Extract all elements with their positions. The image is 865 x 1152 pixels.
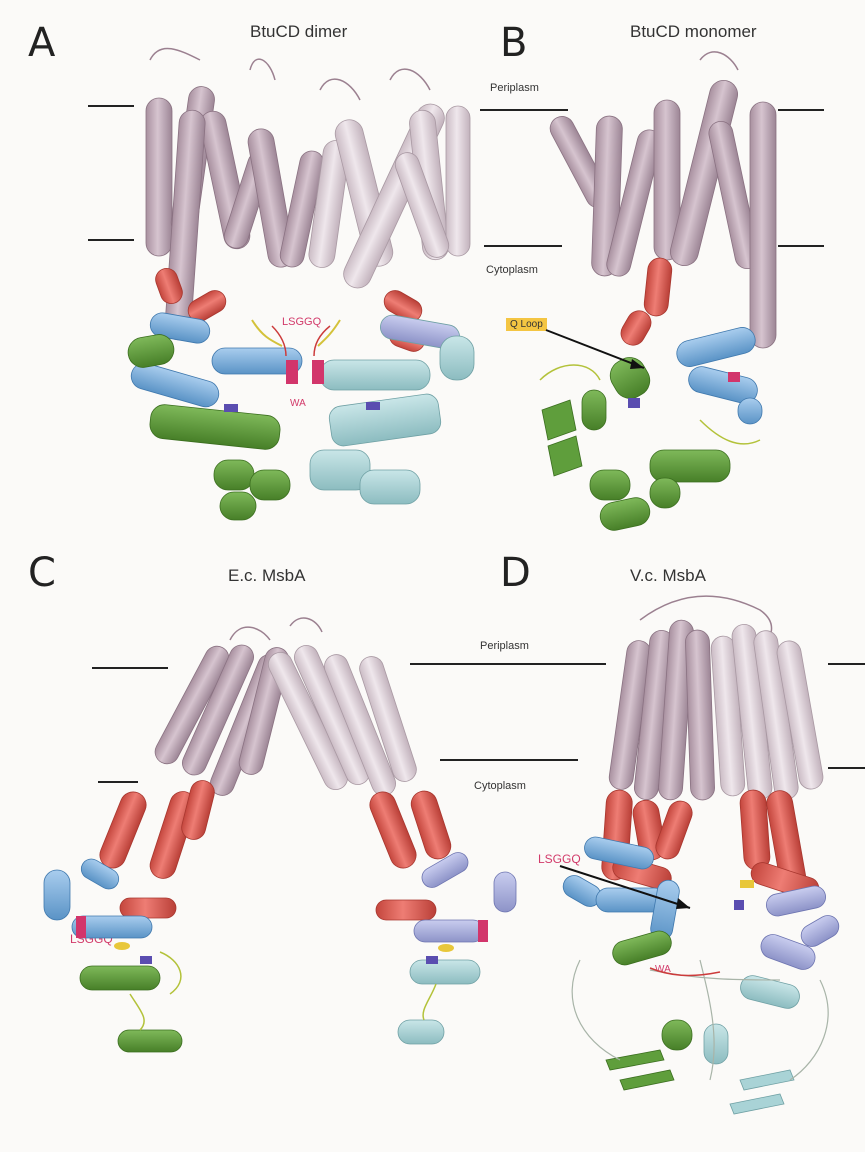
ec-msba-structure <box>44 618 516 1052</box>
vc-msba-structure <box>559 596 843 1114</box>
btucd-dimer-structure <box>126 48 474 520</box>
btucd-monomer-structure <box>540 52 776 533</box>
